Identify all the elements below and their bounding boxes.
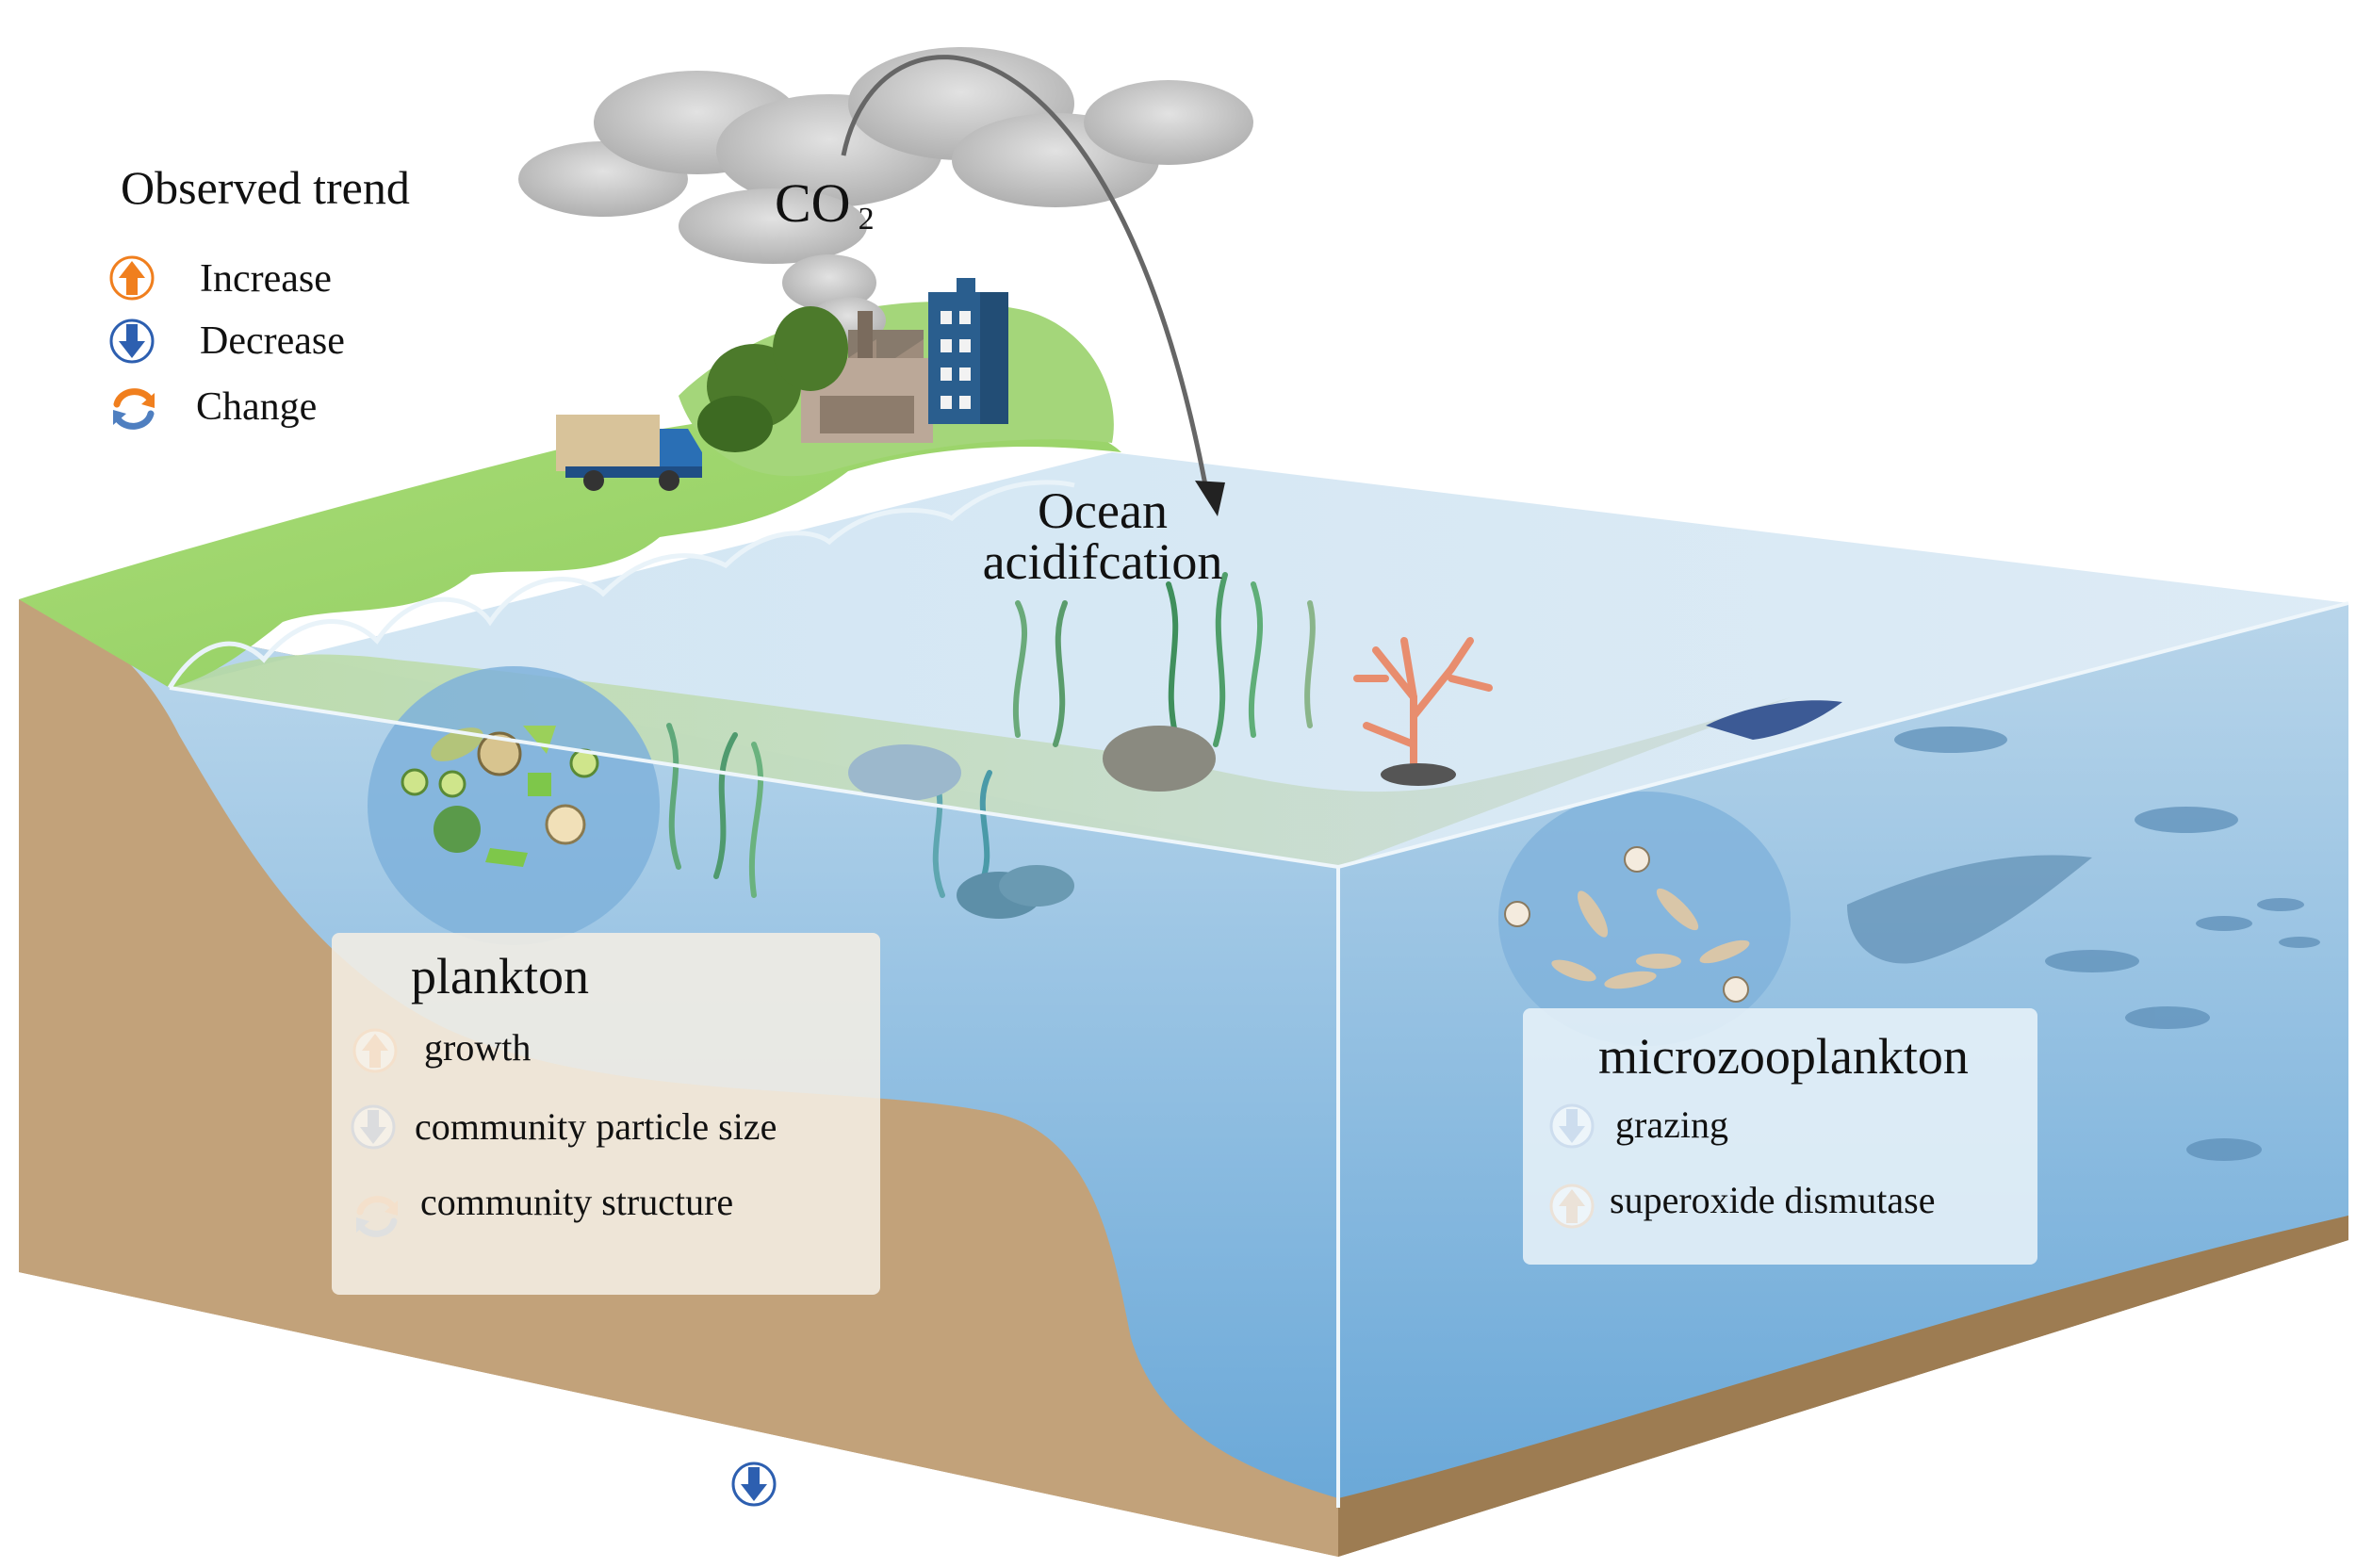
zoo-item-sod: superoxide dismutase xyxy=(1610,1179,1936,1221)
seafloor-edge xyxy=(1338,1216,2348,1557)
ocean-acidification-label: Ocean acidifcation xyxy=(980,485,1225,587)
legend-increase-icon xyxy=(109,255,155,301)
legend-change-icon xyxy=(113,388,155,430)
ocean-label-line1: Ocean xyxy=(1038,482,1168,539)
manta-ray-icon xyxy=(1847,855,2092,964)
shoreline-waves xyxy=(167,480,1075,690)
legend-title: Observed trend xyxy=(121,161,410,214)
legend-increase-label: Increase xyxy=(200,257,332,301)
fish-school xyxy=(1894,727,2320,1161)
seagrass xyxy=(666,572,1316,898)
seafloor-rocks xyxy=(848,726,1216,919)
plankton-title: plankton xyxy=(411,948,589,1004)
co2-flow-arrow xyxy=(841,55,1225,516)
zooplankton-circle xyxy=(1498,792,1791,1046)
co2-main: CO xyxy=(775,172,851,234)
microzooplankton-title: microzooplankton xyxy=(1598,1028,1969,1085)
plankton-item-community-structure: community structure xyxy=(420,1181,734,1223)
plankton-panel xyxy=(332,933,880,1295)
bottom-decrease-icon xyxy=(731,1462,777,1507)
land-cross-section xyxy=(19,599,1338,1557)
whale-icon xyxy=(1706,700,1842,740)
ocean-label-line2: acidifcation xyxy=(982,533,1223,590)
plankton-item-particle-size: community particle size xyxy=(415,1105,777,1148)
co2-subscript: 2 xyxy=(858,202,875,237)
smoke-clouds xyxy=(518,47,1253,344)
truck-icon xyxy=(556,415,702,491)
zoo-item-grazing: grazing xyxy=(1615,1103,1728,1146)
trees-icon xyxy=(697,306,848,452)
grass-land xyxy=(19,408,1121,688)
building-icon xyxy=(928,278,1008,424)
legend-decrease-icon xyxy=(109,318,155,364)
plankton-item-growth: growth xyxy=(424,1026,532,1069)
legend-change-label: Change xyxy=(196,385,318,429)
factory-icon xyxy=(801,311,933,443)
microzooplankton-panel xyxy=(1523,1008,2037,1265)
block-edges xyxy=(169,601,2349,1508)
phytoplankton-circle xyxy=(368,666,660,945)
coral-icon xyxy=(1353,637,1493,767)
legend-decrease-label: Decrease xyxy=(200,319,345,363)
coral-base xyxy=(1381,763,1456,786)
